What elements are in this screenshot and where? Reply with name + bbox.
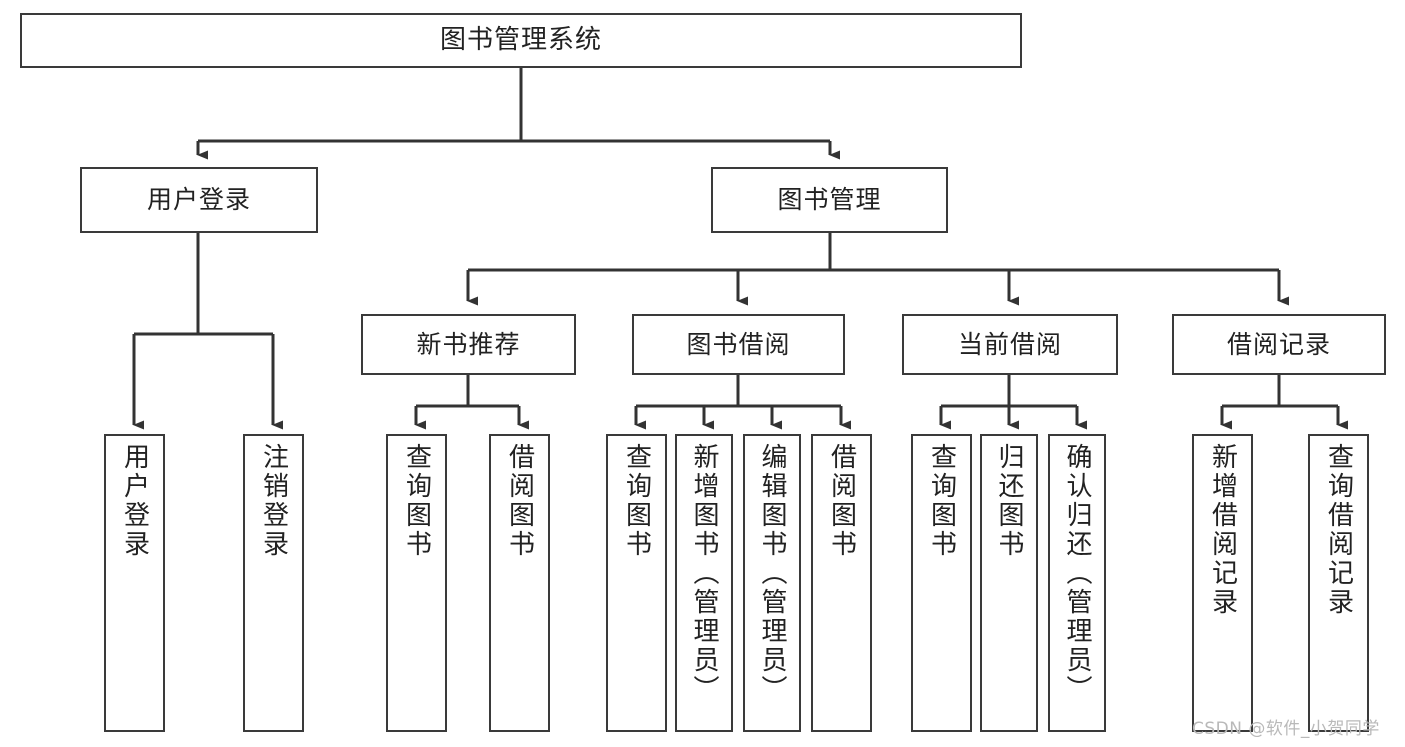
leaf-user-login[interactable]: 用户登录 (104, 434, 165, 732)
leaf-br-query-record[interactable]: 查询借阅记录 (1308, 434, 1369, 732)
node-label: 注销登录 (258, 443, 289, 559)
leaf-bb-query-book[interactable]: 查询图书 (606, 434, 667, 732)
node-label: 借阅记录 (1226, 329, 1331, 359)
leaf-br-add-record[interactable]: 新增借阅记录 (1192, 434, 1253, 732)
leaf-cb-query-book[interactable]: 查询图书 (911, 434, 972, 732)
edge-borrow-record-to-bus (1222, 375, 1338, 408)
node-label: 查询图书 (401, 443, 432, 559)
node-label: 图书管理 (777, 185, 882, 215)
leaf-bb-add-book-admin[interactable]: 新增图书（管理员） (675, 434, 733, 732)
leaf-nb-query-book[interactable]: 查询图书 (386, 434, 447, 732)
node-label: 确认归还（管理员） (1062, 443, 1092, 704)
node-label: 用户登录 (119, 443, 150, 559)
node-label: 借阅图书 (826, 443, 857, 559)
node-label: 归还图书 (994, 443, 1024, 559)
node-label: 用户登录 (146, 185, 251, 215)
edge-user-login-to-bus (134, 233, 273, 336)
node-label: 借阅图书 (504, 443, 535, 559)
leaf-cb-confirm-return-admin[interactable]: 确认归还（管理员） (1048, 434, 1106, 732)
leaf-bb-borrow-book[interactable]: 借阅图书 (811, 434, 872, 732)
node-new-book-recommendation[interactable]: 新书推荐 (361, 314, 576, 375)
node-label: 当前借阅 (957, 329, 1062, 359)
edge-book-borrow-to-bus (636, 375, 841, 408)
node-book-borrowing[interactable]: 图书借阅 (632, 314, 845, 375)
node-borrowing-records[interactable]: 借阅记录 (1172, 314, 1386, 375)
node-label: 编辑图书（管理员） (757, 443, 787, 704)
node-current-borrowing[interactable]: 当前借阅 (902, 314, 1118, 375)
leaf-bb-edit-book-admin[interactable]: 编辑图书（管理员） (743, 434, 801, 732)
node-user-login[interactable]: 用户登录 (80, 167, 318, 233)
node-label: 查询借阅记录 (1323, 443, 1354, 617)
leaf-logout[interactable]: 注销登录 (243, 434, 304, 732)
edge-new-book-to-bus (416, 375, 519, 408)
node-label: 图书借阅 (686, 329, 791, 359)
node-label: 新增借阅记录 (1207, 443, 1238, 617)
node-root-library-management-system[interactable]: 图书管理系统 (20, 13, 1022, 68)
leaf-nb-borrow-book[interactable]: 借阅图书 (489, 434, 550, 732)
node-book-management[interactable]: 图书管理 (711, 167, 948, 233)
edge-book-manage-to-bus (468, 233, 1279, 272)
node-label: 新增图书（管理员） (689, 443, 719, 704)
leaf-cb-return-book[interactable]: 归还图书 (980, 434, 1038, 732)
csdn-watermark: CSDN @软件_小贺同学 (1192, 719, 1380, 739)
node-label: 查询图书 (621, 443, 652, 559)
edge-current-borrow-to-bus (941, 375, 1077, 408)
edge-root-to-bus (198, 68, 830, 143)
node-label: 新书推荐 (416, 329, 521, 359)
node-label: 图书管理系统 (439, 25, 602, 56)
node-label: 查询图书 (926, 443, 957, 559)
